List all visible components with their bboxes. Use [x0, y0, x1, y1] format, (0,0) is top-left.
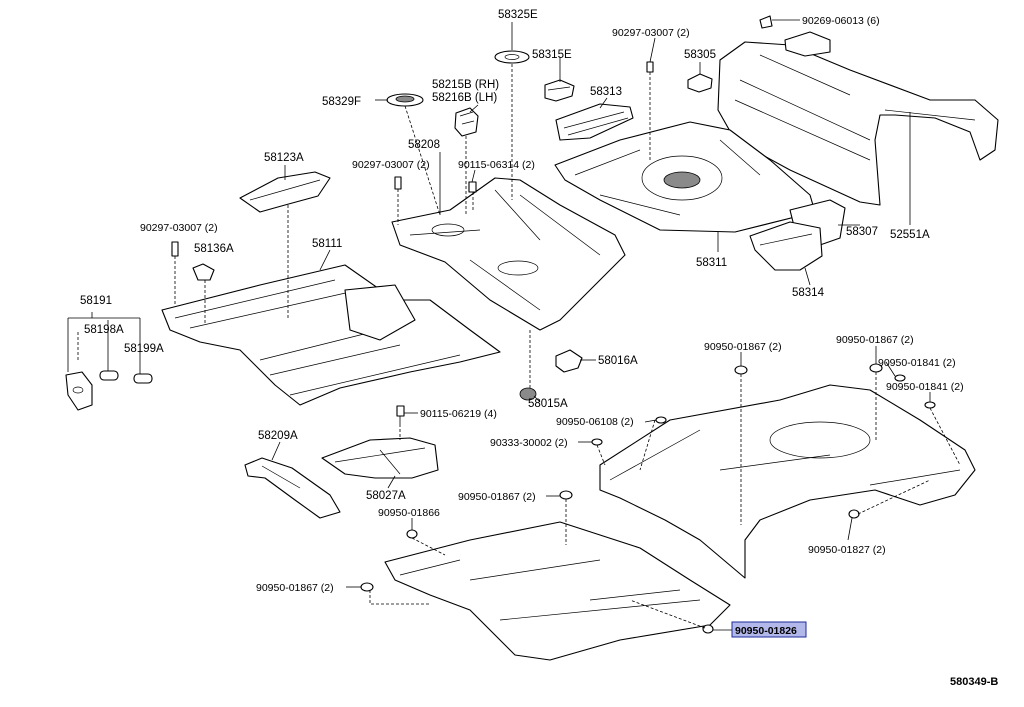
clip-90950-01867-a[interactable]: [734, 365, 748, 375]
part-58325E[interactable]: [494, 50, 530, 64]
part-58315E[interactable]: [544, 79, 575, 102]
leader-lines: [67, 19, 931, 631]
part-58215B[interactable]: [454, 107, 479, 137]
label-58311[interactable]: 58311: [696, 257, 727, 269]
part-58123A[interactable]: [239, 171, 331, 213]
part-58016A[interactable]: [555, 349, 583, 373]
part-58191[interactable]: [65, 371, 93, 411]
label-58016A[interactable]: 58016A: [598, 355, 638, 367]
label-58305[interactable]: 58305: [684, 49, 716, 61]
label-90950-06108[interactable]: 90950-06108 (2): [556, 416, 634, 428]
clip-90950-01841-a[interactable]: [894, 374, 906, 382]
label-90115-06219[interactable]: 90115-06219 (4): [420, 408, 497, 420]
label-58329F[interactable]: 58329F: [322, 96, 361, 108]
label-58216B[interactable]: 58216B (LH): [432, 92, 497, 104]
label-58208[interactable]: 58208: [408, 139, 440, 151]
label-90297-mid[interactable]: 90297-03007 (2): [352, 159, 430, 171]
part-rear-silencer[interactable]: [599, 384, 976, 579]
label-58215B[interactable]: 58215B (RH): [432, 79, 499, 91]
clip-90950-01841-b[interactable]: [924, 401, 936, 409]
label-90269[interactable]: 90269-06013 (6): [802, 15, 880, 27]
part-58198A[interactable]: [99, 370, 119, 381]
label-58199A[interactable]: 58199A: [124, 343, 164, 355]
clip-90297-left[interactable]: [171, 241, 179, 257]
label-90333[interactable]: 90333-30002 (2): [490, 437, 568, 449]
part-labels: 58325E 58315E 90297-03007 (2) 58305 9026…: [80, 9, 998, 688]
part-58199A[interactable]: [133, 373, 153, 384]
part-58329F[interactable]: [386, 93, 424, 107]
label-90297-left[interactable]: 90297-03007 (2): [140, 222, 218, 234]
label-58123A[interactable]: 58123A: [264, 152, 304, 164]
label-58315E[interactable]: 58315E: [532, 49, 572, 61]
label-90950-01826[interactable]: 90950-01826: [735, 625, 797, 637]
label-90115-06314[interactable]: 90115-06314 (2): [458, 159, 535, 171]
part-front-silencer[interactable]: [384, 521, 731, 661]
label-58307[interactable]: 58307: [846, 226, 878, 238]
part-52551A[interactable]: [717, 31, 999, 206]
part-58015A[interactable]: [519, 387, 537, 401]
label-52551A[interactable]: 52551A: [890, 229, 930, 241]
label-90950-01841-b[interactable]: 90950-01841 (2): [886, 381, 964, 393]
label-58325E[interactable]: 58325E: [498, 9, 538, 21]
label-58191[interactable]: 58191: [80, 295, 112, 307]
label-58314[interactable]: 58314: [792, 287, 825, 299]
part-58305[interactable]: [687, 73, 713, 93]
label-58015A[interactable]: 58015A: [528, 398, 568, 410]
clip-90950-01867-d[interactable]: [360, 582, 374, 592]
part-58314[interactable]: [749, 221, 823, 271]
part-58111[interactable]: [161, 264, 501, 406]
clip-90950-01826[interactable]: [702, 624, 714, 634]
label-90950-01841-a[interactable]: 90950-01841 (2): [878, 357, 956, 369]
part-58208[interactable]: [391, 177, 626, 331]
label-90950-01867-b[interactable]: 90950-01867 (2): [836, 334, 914, 346]
part-90115-06219[interactable]: [396, 405, 405, 424]
label-90950-01867-a[interactable]: 90950-01867 (2): [704, 341, 782, 353]
part-58136A[interactable]: [192, 263, 215, 281]
clip-90269[interactable]: [759, 15, 773, 29]
assembly-lines: [77, 64, 961, 629]
label-58209A[interactable]: 58209A: [258, 430, 298, 442]
label-58313[interactable]: 58313: [590, 86, 622, 98]
clip-90950-01866[interactable]: [406, 529, 418, 539]
label-90950-01867-d[interactable]: 90950-01867 (2): [256, 582, 334, 594]
part-58311[interactable]: [554, 121, 816, 233]
clip-90950-01867-c[interactable]: [559, 490, 573, 500]
clip-90297-top[interactable]: [646, 61, 654, 73]
clip-90950-06108[interactable]: [655, 416, 667, 424]
highlight-box: [731, 621, 807, 638]
part-58209A[interactable]: [244, 457, 341, 519]
clip-90297-mid[interactable]: [394, 176, 402, 190]
label-90950-01827[interactable]: 90950-01827 (2): [808, 544, 886, 556]
label-90950-01866[interactable]: 90950-01866: [378, 507, 440, 519]
label-58111[interactable]: 58111: [312, 238, 342, 250]
label-58027A[interactable]: 58027A: [366, 490, 406, 502]
diagram-reference-code: 580349-B: [950, 676, 998, 688]
clip-90333[interactable]: [591, 438, 603, 446]
clip-90115-06314[interactable]: [468, 181, 477, 193]
clip-90950-01827[interactable]: [848, 509, 860, 519]
label-58198A[interactable]: 58198A: [84, 324, 124, 336]
part-58027A[interactable]: [321, 437, 439, 479]
label-58136A[interactable]: 58136A: [194, 243, 234, 255]
label-90297-top[interactable]: 90297-03007 (2): [612, 27, 690, 39]
part-58313[interactable]: [555, 103, 634, 141]
label-90950-01867-c[interactable]: 90950-01867 (2): [458, 491, 536, 503]
